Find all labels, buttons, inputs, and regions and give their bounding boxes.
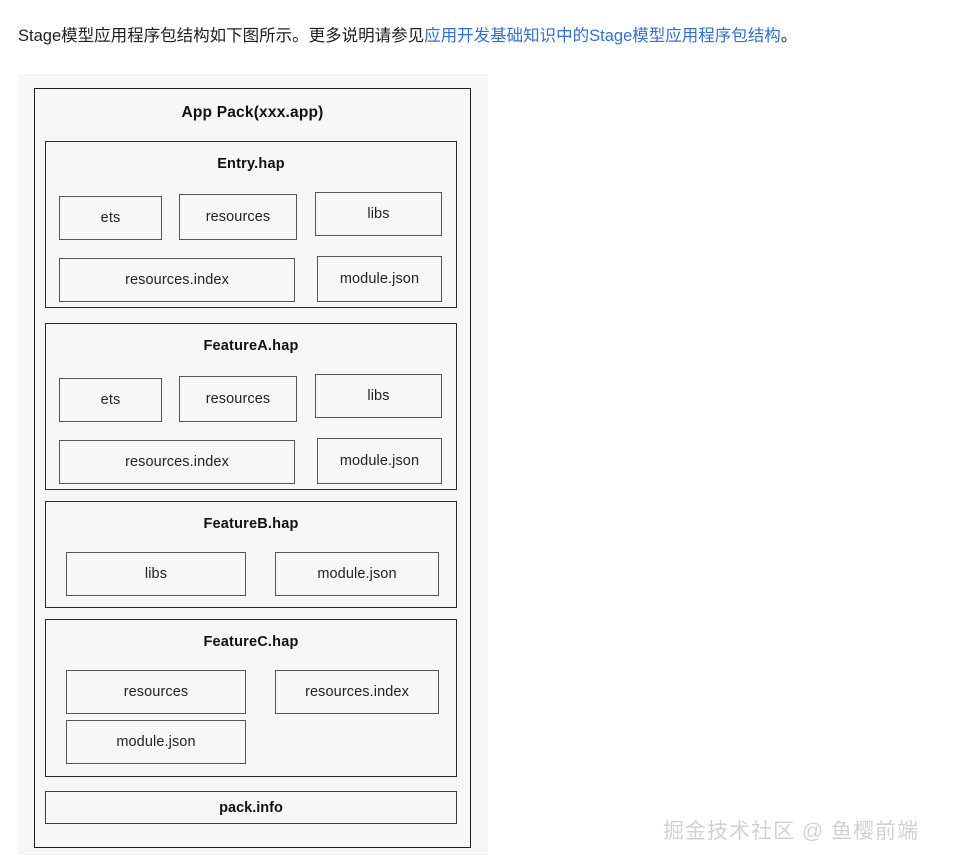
watermark: 掘金技术社区 @ 鱼樱前端 <box>663 820 919 843</box>
item-entry-ets[interactable]: ets <box>59 196 162 240</box>
item-featurea-resources[interactable]: resources <box>179 376 297 422</box>
item-featurea-resources-index[interactable]: resources.index <box>59 440 295 484</box>
module-featurec-hap: FeatureC.hap resources resources.index m… <box>45 619 457 777</box>
module-title-featurec: FeatureC.hap <box>203 634 299 650</box>
item-featurec-resources-index[interactable]: resources.index <box>275 670 439 714</box>
module-title-featureb: FeatureB.hap <box>203 516 299 532</box>
item-pack-info[interactable]: pack.info <box>45 791 457 824</box>
module-featureb-hap: FeatureB.hap libs module.json <box>45 501 457 608</box>
intro-text-after: 。 <box>780 27 798 45</box>
app-pack-title: App Pack(xxx.app) <box>181 104 324 121</box>
intro-paragraph: Stage模型应用程序包结构如下图所示。更多说明请参见应用开发基础知识中的Sta… <box>18 23 964 49</box>
app-pack-container: App Pack(xxx.app) Entry.hap ets resource… <box>34 88 471 848</box>
item-entry-resources[interactable]: resources <box>179 194 297 240</box>
item-entry-module-json[interactable]: module.json <box>317 256 442 302</box>
item-featureb-module-json[interactable]: module.json <box>275 552 439 596</box>
module-title-featurea: FeatureA.hap <box>203 338 299 354</box>
intro-text-before: Stage模型应用程序包结构如下图所示。更多说明请参见 <box>18 27 425 45</box>
item-featurec-resources[interactable]: resources <box>66 670 246 714</box>
item-featurea-libs[interactable]: libs <box>315 374 442 418</box>
item-featurec-module-json[interactable]: module.json <box>66 720 246 764</box>
item-featurea-ets[interactable]: ets <box>59 378 162 422</box>
module-entry-hap: Entry.hap ets resources libs resources.i… <box>45 141 457 308</box>
module-title-entry: Entry.hap <box>217 156 285 172</box>
module-featurea-hap: FeatureA.hap ets resources libs resource… <box>45 323 457 490</box>
item-featurea-module-json[interactable]: module.json <box>317 438 442 484</box>
item-featureb-libs[interactable]: libs <box>66 552 246 596</box>
app-package-structure-diagram: App Pack(xxx.app) Entry.hap ets resource… <box>18 74 488 855</box>
item-entry-resources-index[interactable]: resources.index <box>59 258 295 302</box>
doc-reference-link[interactable]: 应用开发基础知识中的Stage模型应用程序包结构 <box>424 27 781 45</box>
item-entry-libs[interactable]: libs <box>315 192 442 236</box>
